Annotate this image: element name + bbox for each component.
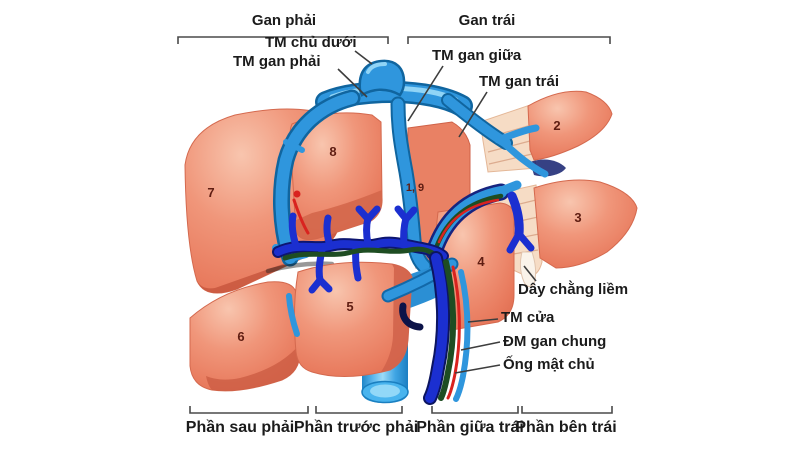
bracket-gan-phai xyxy=(177,36,389,44)
segment-8-front-band xyxy=(294,190,383,240)
segment-1-9-number: 1, 9 xyxy=(406,182,424,194)
label-tm-chu-duoi: TM chủ dưới xyxy=(265,34,357,51)
segment-numbers: 7 8 1, 9 2 3 4 5 6 xyxy=(207,118,581,344)
leader-lines xyxy=(337,50,537,374)
dark-elbow xyxy=(399,302,424,331)
portal-complex xyxy=(272,190,449,331)
segment-4-number: 4 xyxy=(477,254,485,269)
segment-2-number: 2 xyxy=(553,118,560,133)
descending-bundle xyxy=(423,251,471,405)
segment-7-number: 7 xyxy=(207,185,214,200)
hepatic-artery-trunk xyxy=(446,265,461,400)
liver-segments-front xyxy=(189,261,413,392)
leader-left-hepatic-vein xyxy=(458,91,488,138)
segment-5-number: 5 xyxy=(346,299,353,314)
segment-8-number: 8 xyxy=(329,144,336,159)
segment-3-shape xyxy=(533,179,638,269)
left-portal-wrap xyxy=(425,180,535,261)
label-phan-giua-trai: Phần giữa trái xyxy=(416,419,524,436)
leader-right-hepatic-vein xyxy=(337,68,368,98)
leader-ivc xyxy=(354,50,373,65)
leader-middle-hepatic-vein xyxy=(407,65,444,122)
label-phan-truoc-phai: Phần trước phải xyxy=(293,419,419,436)
label-tm-cua: TM cửa xyxy=(501,309,555,326)
label-ong-mat-chu: Ống mật chủ xyxy=(503,356,595,373)
bracket-phan-ben-trai xyxy=(521,406,613,414)
label-phan-sau-phai: Phần sau phải xyxy=(185,419,295,436)
segment-2-shape xyxy=(527,90,613,161)
group-brackets xyxy=(177,36,613,414)
bile-duct-trunk xyxy=(438,259,457,401)
segment-6-number: 6 xyxy=(237,329,244,344)
leader-portal-vein xyxy=(467,318,499,323)
bracket-phan-truoc-phai xyxy=(315,406,403,414)
bracket-phan-sau-phai xyxy=(189,406,309,414)
label-tm-gan-giua: TM gan giữa xyxy=(432,47,522,64)
label-day-chang-liem: Dây chằng liềm xyxy=(518,281,629,298)
leader-bile-duct xyxy=(454,364,501,374)
label-gan-trai: Gan trái xyxy=(458,12,516,29)
falciform-ligament-strand xyxy=(519,251,537,288)
bracket-phan-giua-trai xyxy=(431,406,519,414)
label-phan-ben-trai: Phần bên trái xyxy=(515,419,617,436)
label-dm-gan-chung: ĐM gan chung xyxy=(503,333,607,350)
artery-twig-left xyxy=(292,198,310,235)
bracket-gan-trai xyxy=(407,36,611,44)
segment-6-under-edge xyxy=(206,344,300,391)
leader-hepatic-artery xyxy=(460,341,501,351)
segment-3-number: 3 xyxy=(574,210,581,225)
label-gan-phai: Gan phải xyxy=(251,12,317,29)
hepatic-veins xyxy=(272,59,549,274)
label-tm-gan-trai: TM gan trái xyxy=(479,73,560,90)
hilum-shadow xyxy=(265,261,335,274)
artery-dot xyxy=(293,190,301,198)
bile-duct-hilum xyxy=(282,246,443,263)
label-tm-gan-phai: TM gan phải xyxy=(233,53,321,70)
leader-falciform xyxy=(523,265,537,282)
